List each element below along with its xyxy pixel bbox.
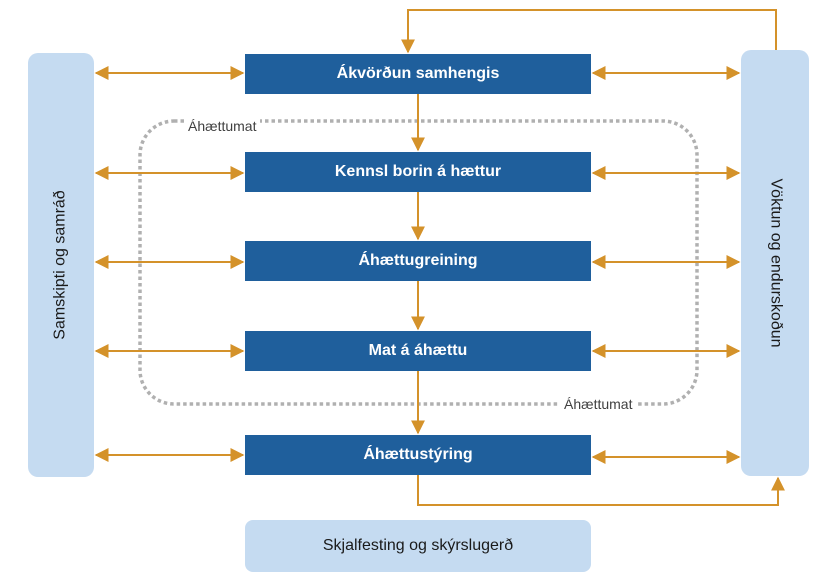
communication-consultation-panel: Samskipti og samráð <box>28 53 94 477</box>
step-hazard-identification: Kennsl borin á hættur <box>245 152 591 192</box>
step-risk-analysis: Áhættugreining <box>245 241 591 281</box>
arrow-treatment-to-monitor <box>417 475 785 506</box>
step-hazard-identification-label: Kennsl borin á hættur <box>334 163 502 180</box>
monitoring-review-label: Vöktun og endurskoðun <box>767 178 785 348</box>
communication-consultation-label: Samskipti og samráð <box>52 190 70 340</box>
step-risk-analysis-label: Áhættugreining <box>358 252 478 269</box>
step-risk-evaluation: Mat á áhættu <box>245 331 591 371</box>
documentation-reporting-label: Skjalfesting og skýrslugerð <box>322 537 514 554</box>
step-risk-treatment-label: Áhættustýring <box>363 446 473 463</box>
risk-assessment-label-bottom: Áhættumat <box>560 396 637 412</box>
step-risk-evaluation-label: Mat á áhættu <box>368 342 468 359</box>
documentation-reporting-box: Skjalfesting og skýrslugerð <box>245 520 591 572</box>
step-context-label: Ákvörðun samhengis <box>336 65 500 82</box>
step-context: Ákvörðun samhengis <box>245 54 591 94</box>
arrow-monitor-to-context <box>401 9 777 54</box>
risk-assessment-label-top: Áhættumat <box>184 118 261 134</box>
monitoring-review-panel: Vöktun og endurskoðun <box>741 50 809 476</box>
step-risk-treatment: Áhættustýring <box>245 435 591 475</box>
